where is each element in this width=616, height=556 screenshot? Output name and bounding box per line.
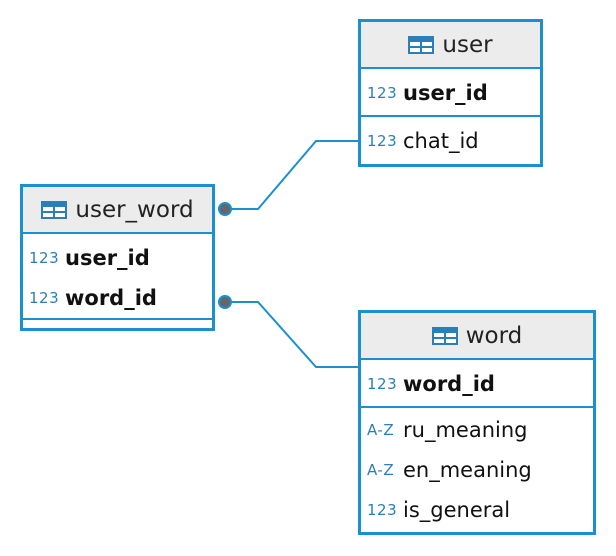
relation-user-word-to-word[interactable]: [225, 301, 360, 368]
text-type-icon: A-Z: [367, 461, 395, 479]
column-name: ru_meaning: [403, 418, 528, 442]
entity-title: user: [442, 31, 493, 58]
entity-header[interactable]: word: [361, 313, 593, 360]
numeric-type-icon: 123: [367, 375, 398, 393]
entity-user-word[interactable]: user_word 123 user_id 123 word_id: [20, 184, 215, 331]
numeric-type-icon: 123: [29, 289, 60, 307]
column-name: chat_id: [403, 129, 479, 153]
numeric-type-icon: 123: [367, 132, 398, 150]
entity-header[interactable]: user: [361, 22, 540, 69]
relation-endpoint-dot[interactable]: [218, 295, 232, 309]
table-icon: [408, 35, 435, 54]
column-name: user_id: [65, 246, 150, 270]
column-chat-id[interactable]: 123 chat_id: [361, 121, 540, 161]
entity-title: word: [465, 322, 523, 349]
column-user-id[interactable]: 123 user_id: [361, 73, 540, 113]
numeric-type-icon: 123: [367, 84, 398, 102]
entity-word[interactable]: word 123 word_id A-Z ru_meaning A-Z en_m…: [358, 310, 596, 535]
entity-user[interactable]: user 123 user_id 123 chat_id: [358, 19, 543, 167]
column-is-general[interactable]: 123 is_general: [361, 490, 593, 530]
key-section: 123 user_id: [361, 69, 540, 117]
table-icon: [431, 326, 458, 345]
relation-user-word-to-user[interactable]: [225, 140, 360, 210]
key-section: 123 word_id: [361, 360, 593, 408]
entity-title: user_word: [75, 196, 194, 223]
column-user-id[interactable]: 123 user_id: [23, 238, 212, 278]
relation-endpoint-dot[interactable]: [218, 202, 232, 216]
column-name: user_id: [403, 81, 488, 105]
key-section: 123 user_id 123 word_id: [23, 234, 212, 320]
numeric-type-icon: 123: [29, 249, 60, 267]
attribute-section: 123 chat_id: [361, 117, 540, 161]
column-name: is_general: [403, 498, 511, 522]
column-word-id[interactable]: 123 word_id: [23, 278, 212, 318]
column-ru-meaning[interactable]: A-Z ru_meaning: [361, 410, 593, 450]
numeric-type-icon: 123: [367, 501, 398, 519]
column-word-id[interactable]: 123 word_id: [361, 364, 593, 404]
column-name: word_id: [65, 286, 157, 310]
column-name: en_meaning: [403, 458, 532, 482]
table-icon: [41, 200, 68, 219]
column-name: word_id: [403, 372, 495, 396]
attribute-section: A-Z ru_meaning A-Z en_meaning 123 is_gen…: [361, 408, 593, 530]
column-en-meaning[interactable]: A-Z en_meaning: [361, 450, 593, 490]
entity-header[interactable]: user_word: [23, 187, 212, 234]
text-type-icon: A-Z: [367, 421, 395, 439]
